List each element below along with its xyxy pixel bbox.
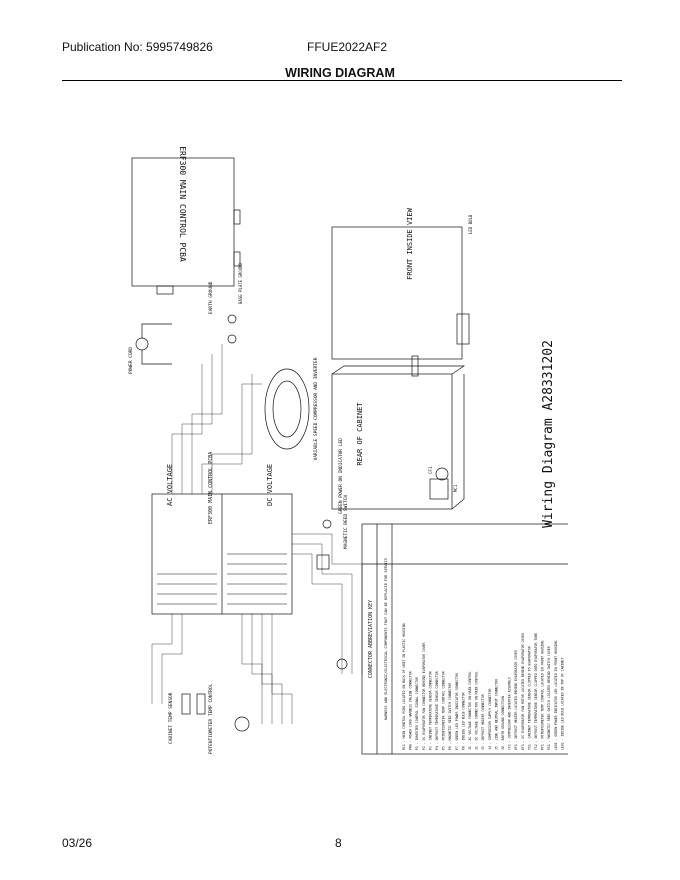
erf300-label: ERF300 MAIN CONTROL PCBA <box>208 452 214 524</box>
table-row: LED1 - GREEN POWER INDICATOR LED LOCATED… <box>554 641 558 750</box>
table-row: P2 - DC EVAPORATOR FAN CONNECTOR BEHIND … <box>422 642 426 750</box>
table-row: J3 - DEFROST HEATER CONNECTOR <box>481 694 485 750</box>
table-row: J2 - DC VOLTAGE CONNECTOR ON MAIN CONTRO… <box>475 671 479 750</box>
table-row: J5 - LINE AND NEUTRAL INPUT CONNECTOR <box>494 679 498 750</box>
main-control-wiring: AC VOLTAGE DC VOLTAGE ERF300 MAIN CONTRO… <box>151 344 363 724</box>
table-row: J4 - COMPRESSOR SUPPLY CONNECTOR <box>488 689 492 750</box>
publication-number: Publication No: 5995749826 <box>62 40 213 54</box>
header-rule <box>62 80 622 81</box>
cf1-label: CF1 <box>428 466 433 474</box>
rear-cabinet-label: REAR OF CABINET <box>356 402 364 466</box>
table-note: HARNESS AND ELECTRONIC/ELECTRICAL COMPON… <box>384 558 388 720</box>
table-row: MC1 - MAIN CONTROL PCBA LOCATED ON BACK … <box>402 623 406 750</box>
table-row: TS1 - CABINET TEMPERATURE SENSOR CLIPPED… <box>527 646 531 750</box>
table-row: RS1 - MAGNETIC REED SWITCH LOCATED BEHIN… <box>547 646 551 750</box>
compressor-label: VARIABLE SPEED COMPRESSOR AND INVERTER <box>313 357 319 460</box>
main-pcba-label: ERF300 MAIN CONTROL PCBA <box>178 146 187 262</box>
table-row: P6 - MAGNETIC REED SWITCH CONNECTOR <box>448 683 452 750</box>
front-inside-label: FRONT INSIDE VIEW <box>406 207 414 279</box>
dc-voltage-label: DC VOLTAGE <box>266 464 274 506</box>
table-row: J1 - AC VOLTAGE CONNECTOR ON MAIN CONTRO… <box>468 671 472 750</box>
model-number: FFUE2022AF2 <box>307 40 388 54</box>
compressor-block: VARIABLE SPEED COMPRESSOR AND INVERTER <box>264 357 319 460</box>
power-cord-label: POWER CORD <box>128 347 134 374</box>
ac-voltage-label: AC VOLTAGE <box>166 464 174 506</box>
footer-date: 03/26 <box>62 836 93 850</box>
reed-switch-label: MAGNETIC REED SWITCH <box>343 495 349 549</box>
table-row: LED2 - INSIDE LED BULB LOCATED IN TOP OF… <box>560 658 564 750</box>
table-row: TS2 - DEFROST TEMPERATURE SENSOR CLIPPED… <box>534 633 538 750</box>
front-inside-cabinet: FRONT INSIDE VIEW LED BULB <box>331 207 473 377</box>
table-row: EF1 - DC EVAPORATOR FAN MOTOR LOCATED BE… <box>521 633 525 750</box>
mc1-label: MC1 <box>453 484 458 492</box>
potentiometer-label: POTENTIOMETER TEMP CONTROL <box>208 683 214 754</box>
main-pcba-block: ERF300 MAIN CONTROL PCBA <box>131 146 241 295</box>
table-row: P8 - INSIDE LED BULB CONNECTOR <box>461 692 465 750</box>
table-row: P1 - INVERTER CONTROL SIGNAL CONNECTOR <box>415 677 419 750</box>
table-row: P3 - CABINET TEMPERATURE SENSOR CONNECTO… <box>428 671 432 750</box>
rear-cabinet: REAR OF CABINET MC1 CF1 <box>331 365 466 510</box>
power-cord-block: POWER CORD EARTH GROUND BASE PLATE GROUN… <box>128 262 243 374</box>
green-led-label: GREEN POWER ON INDICATOR LED <box>338 438 344 514</box>
page-title: WIRING DIAGRAM <box>285 66 395 80</box>
inside-led-label: LED BULB <box>468 214 473 234</box>
base-plate-label: BASE PLATE GROUND <box>238 262 243 304</box>
table-row: P4 - DEFROST TEMPERATURE SENSOR CONNECTO… <box>435 671 439 750</box>
table-row: J6 - EARTH GROUND CONNECTION <box>501 696 505 750</box>
table-row: P5 - POTENTIOMETER TEMP CONTROL CONNECTO… <box>442 671 446 750</box>
cabinet-sensor-label: CABINET TEMP SENSOR <box>168 692 174 744</box>
table-row: P7 - GREEN LED POWER INDICATOR CONNECTOR <box>455 673 459 750</box>
table-row: DF1 - DEFROST HEATER LOCATED BEHIND EVAP… <box>514 650 518 750</box>
sensor-block: CABINET TEMP SENSOR POTENTIOMETER TEMP C… <box>168 438 349 754</box>
diagram-id: Wiring Diagram A28331202 <box>541 340 556 528</box>
earth-ground-label: EARTH GROUND <box>208 281 214 314</box>
page-number: 8 <box>335 836 342 850</box>
table-row: PWR - POWER CORD HARNESS INLINE CONNECTO… <box>409 671 413 750</box>
wiring-diagram: ERF300 MAIN CONTROL PCBA VARIABLE SPEED … <box>128 146 568 755</box>
table-row: PT1 - POTENTIOMETER TEMP CONTROL LOCATED… <box>541 641 545 750</box>
table-row: CF1 - COMPRESSOR AND INVERTER ASSEMBLY <box>508 677 512 750</box>
abbreviation-table: CONNECTOR ABBREVIATION KEY HARNESS AND E… <box>361 523 568 755</box>
table-header: CONNECTOR ABBREVIATION KEY <box>368 600 374 678</box>
